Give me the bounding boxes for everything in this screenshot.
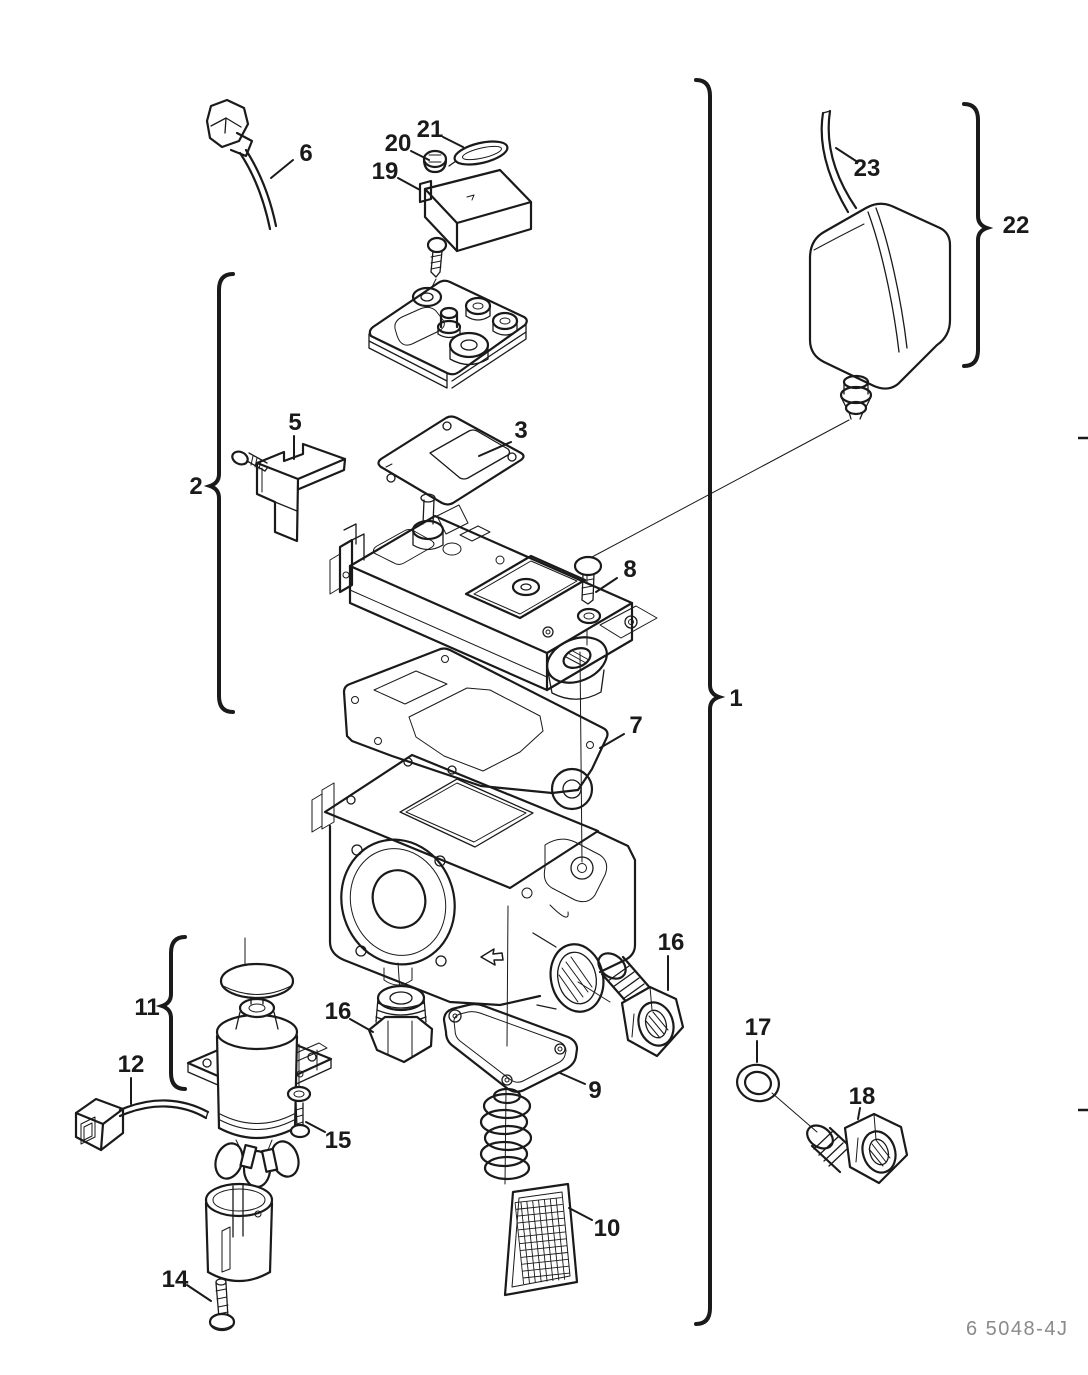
callout-2: 2 [189, 473, 202, 500]
screen-mesh-line [514, 1197, 562, 1203]
screen-mesh-line [522, 1272, 570, 1279]
screen-grid [514, 1197, 570, 1285]
leader-23 [835, 147, 857, 162]
lower-valve-body [311, 753, 637, 1013]
part-18-fitting [806, 1112, 909, 1185]
leader-14 [186, 1284, 212, 1302]
part-23-wire [820, 109, 858, 214]
solenoid-contacts [214, 1139, 300, 1189]
callout-21: 21 [417, 116, 444, 143]
part-21-loop [448, 140, 509, 167]
leader-7 [599, 733, 625, 749]
callout-11: 11 [134, 994, 159, 1021]
part-19-cover [418, 168, 533, 253]
group-braces [155, 78, 994, 1326]
part-8-screw [573, 555, 603, 625]
callout-18: 18 [849, 1083, 876, 1110]
callout-3: 3 [514, 417, 527, 444]
screen-mesh-line [515, 1204, 563, 1210]
part-3-gasket [377, 415, 525, 506]
diagram-id: 6 5048-4J [966, 1318, 1068, 1340]
callout-16: 16 [325, 998, 352, 1025]
callout-12: 12 [118, 1051, 145, 1078]
part-5-screw [231, 450, 269, 472]
coil-sleeve-cup [204, 1182, 274, 1282]
callout-14: 14 [162, 1266, 189, 1293]
leader-21 [442, 136, 464, 148]
leader-3 [478, 441, 512, 457]
part-7-gasket [342, 647, 609, 811]
part-10-screen [503, 1182, 579, 1297]
pilot-plate-screw [426, 236, 448, 278]
brace-22 [962, 102, 994, 368]
callout-8: 8 [623, 556, 636, 583]
callout-9: 9 [588, 1077, 601, 1104]
part-9-gasket [442, 1003, 579, 1093]
part-17-washer [736, 1063, 780, 1103]
screen-mesh-line [522, 1265, 570, 1272]
screen-mesh-line [519, 1238, 567, 1245]
part-16-fitting-left [367, 984, 434, 1064]
leader-10 [568, 1207, 593, 1221]
callout-6: 6 [299, 140, 312, 167]
part-20-nut [422, 149, 448, 174]
leader-19 [397, 177, 421, 191]
part-11-solenoid-assembly [186, 962, 333, 1143]
leader-lines [130, 136, 861, 1302]
leader-18 [857, 1107, 861, 1120]
leader-16-left [349, 1018, 374, 1033]
screen-mesh-line [518, 1231, 566, 1238]
leader-6 [270, 159, 294, 179]
callout-15: 15 [325, 1127, 352, 1154]
callout-1: 1 [729, 685, 742, 712]
callout-10: 10 [594, 1215, 621, 1242]
part-14-screw [208, 1278, 236, 1332]
part-5-bracket [255, 442, 347, 543]
callout-19: 19 [372, 158, 399, 185]
upper-valve-body [329, 493, 658, 700]
leader-15 [305, 1121, 326, 1133]
brace-1 [694, 78, 726, 1326]
alignment-lines [244, 278, 850, 1185]
part-15-screw [286, 1085, 312, 1139]
part-16-fitting-right [597, 952, 685, 1058]
callout-16: 16 [658, 929, 685, 956]
callout-20: 20 [385, 130, 412, 157]
leader-8 [595, 577, 618, 593]
leader-20 [410, 150, 430, 161]
part-22-transformer [808, 202, 952, 420]
brace-2 [203, 272, 235, 714]
pilot-operator-plate [368, 279, 528, 389]
callout-5: 5 [288, 409, 301, 436]
screen-mesh-line [517, 1224, 565, 1231]
screen-mesh-line [516, 1210, 564, 1217]
screen-mesh-line [517, 1217, 564, 1224]
callout-17: 17 [745, 1014, 772, 1041]
callout-23: 23 [854, 155, 881, 182]
part-12-wire [74, 1097, 210, 1152]
screen-mesh-line [521, 1258, 569, 1265]
crop-marks [1078, 436, 1088, 1112]
part-6-sensor-wire [205, 98, 278, 231]
regulator-spring [479, 1087, 533, 1181]
callout-22: 22 [1003, 212, 1030, 239]
leader-9 [559, 1072, 586, 1085]
brace-11 [155, 935, 187, 1091]
screen-mesh-line [520, 1252, 568, 1258]
callout-7: 7 [629, 712, 642, 739]
screen-mesh-line [520, 1245, 567, 1251]
